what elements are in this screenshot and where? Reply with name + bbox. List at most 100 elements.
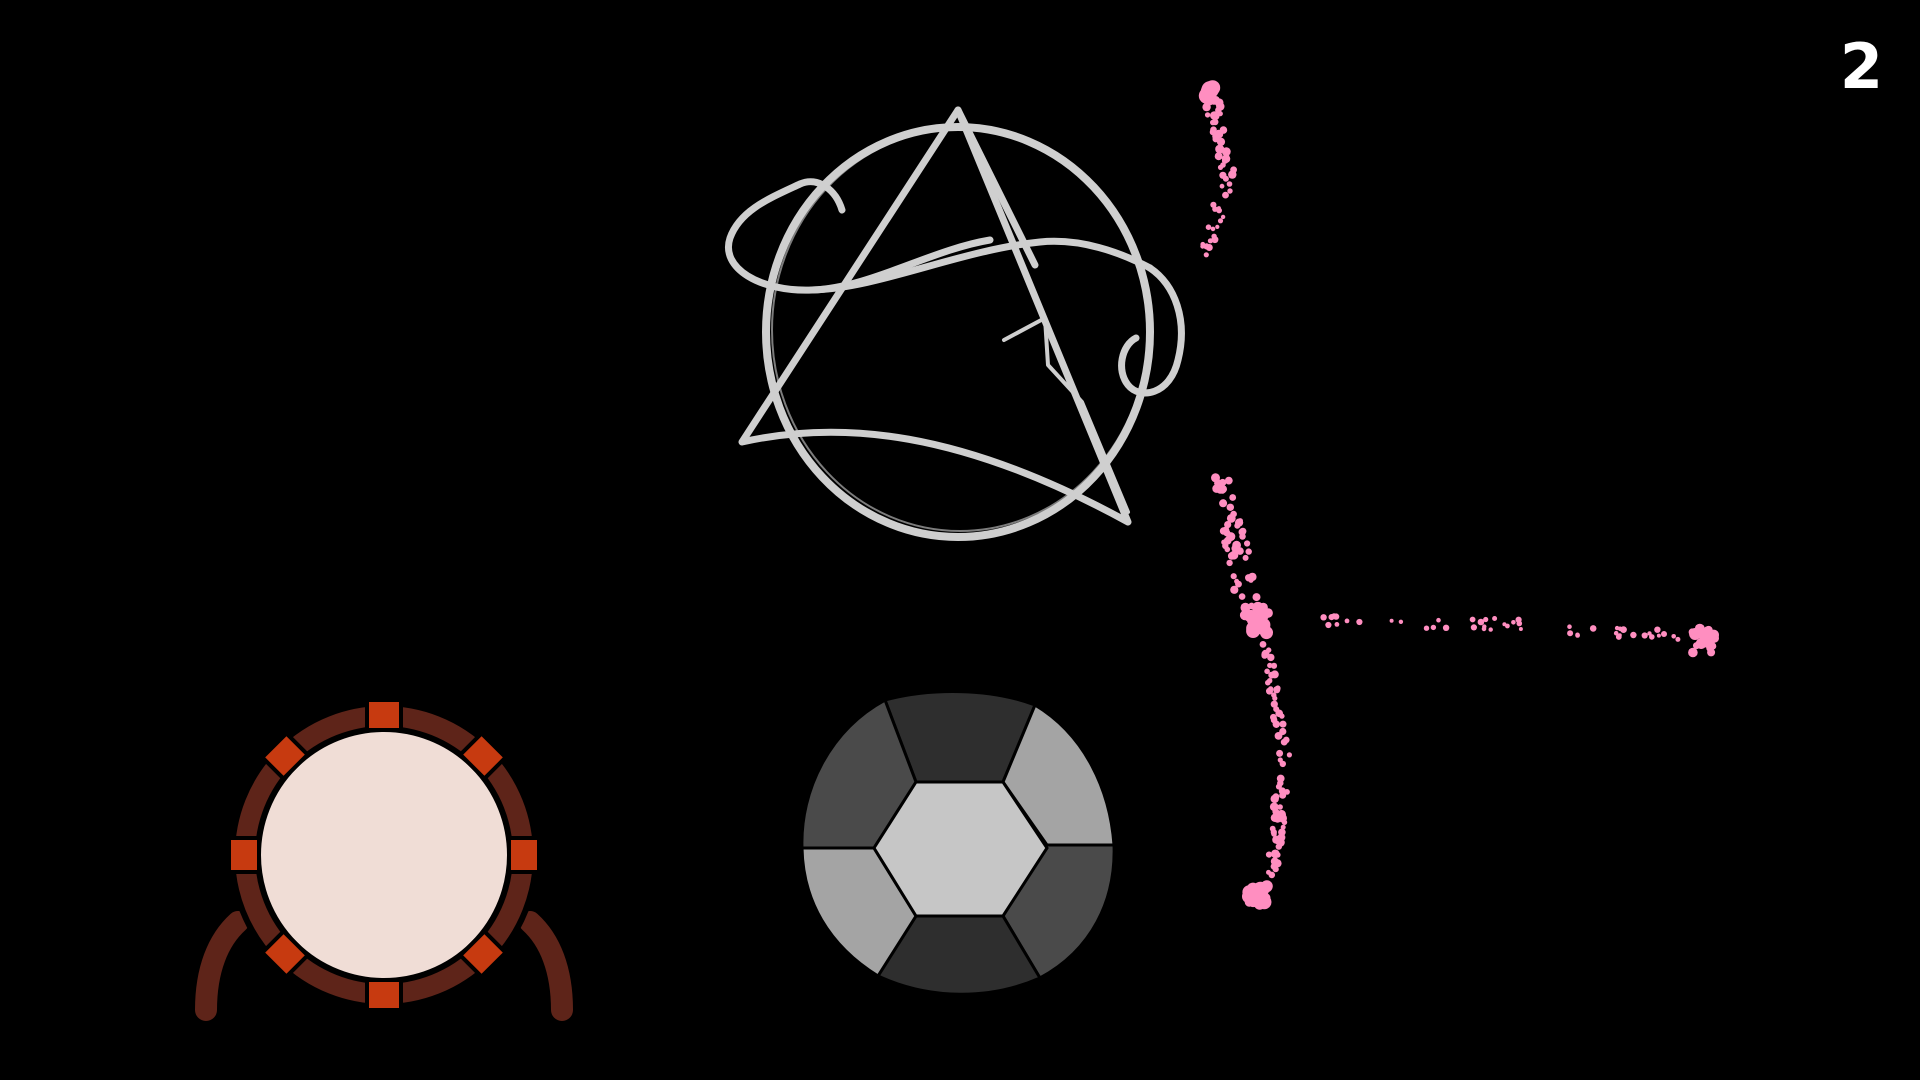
particle-dot [1264, 668, 1270, 675]
drum-block [507, 836, 541, 874]
particle-dot [1211, 233, 1217, 239]
particle-dot [1325, 621, 1332, 629]
sigil-triangle [738, 106, 1132, 526]
particle-dot [1436, 617, 1441, 623]
particle-dot [1423, 625, 1430, 631]
particle-dot [1518, 627, 1523, 631]
particle-dot [1210, 226, 1216, 232]
particle-dot [1240, 602, 1251, 613]
particle-dot [1273, 835, 1283, 845]
particle-dot [1216, 137, 1226, 146]
particle-dot [1228, 170, 1237, 179]
particle-dot [1202, 102, 1211, 112]
sigil-circle-echo [771, 128, 1149, 532]
sigil-right-swirl [1118, 264, 1185, 397]
particle-dot [1238, 593, 1246, 600]
particle-dot [1204, 112, 1211, 118]
particle-dot [1226, 181, 1233, 187]
drum-block [457, 730, 509, 782]
particle-dot [1671, 634, 1676, 639]
particle-dot [1270, 700, 1278, 708]
particle-dot [1277, 804, 1283, 810]
particle-dot [1688, 628, 1696, 636]
circle-triangle-sigil-icon[interactable] [725, 106, 1185, 541]
particle-dot [1279, 713, 1285, 719]
particle-dot [1203, 252, 1209, 258]
particle-dot [1246, 621, 1260, 635]
particle-dot [1214, 152, 1223, 161]
particle-dot [1270, 813, 1280, 822]
particle-dot [1279, 760, 1287, 768]
particle-dot [1226, 532, 1236, 542]
particle-dot [1266, 869, 1271, 875]
drum-block [259, 730, 311, 782]
particle-dot [1210, 119, 1216, 126]
drum-block [259, 928, 311, 980]
red-drum-portal-icon[interactable] [191, 698, 577, 1025]
particle-dot [1488, 627, 1493, 632]
particle-dot [1202, 87, 1215, 100]
particle-dot [1217, 218, 1224, 224]
particle-dot [1210, 111, 1219, 120]
particle-dot [1239, 527, 1247, 535]
particle-dot [1589, 625, 1597, 632]
particle-dot [1286, 752, 1292, 758]
sigil-circle [762, 123, 1154, 541]
particle-dot [1224, 521, 1232, 529]
sigil-wave [808, 237, 1154, 294]
particle-dot [1617, 633, 1622, 638]
particle-dot [1389, 618, 1394, 623]
particle-dot [1235, 518, 1244, 527]
particle-dot [1331, 613, 1337, 620]
particle-dot [1279, 727, 1287, 736]
particle-dot [1276, 749, 1284, 757]
particle-dot [1222, 175, 1229, 182]
particle-dot [1272, 720, 1281, 728]
particle-dot [1502, 622, 1507, 627]
particle-dot [1224, 546, 1231, 553]
particle-dot [1284, 789, 1290, 795]
particle-dot [1270, 662, 1278, 669]
particle-dot [1706, 644, 1714, 652]
particle-dot [1244, 609, 1257, 623]
particle-dot [1220, 486, 1227, 492]
particle-dot [1516, 620, 1523, 627]
particle-dot [1320, 614, 1327, 621]
particle-dot [1275, 843, 1283, 850]
particle-dot [1693, 642, 1700, 650]
sigil-inner-mark [1002, 316, 1130, 514]
particle-dot [1230, 573, 1237, 580]
particle-dot [1279, 720, 1287, 728]
particle-dot [1398, 619, 1404, 624]
hexagonal-gem-icon[interactable] [800, 690, 1116, 996]
particle-dot [1270, 857, 1279, 866]
particle-dot [1661, 631, 1667, 637]
particle-dot [1215, 224, 1220, 229]
particle-dot [1221, 154, 1231, 163]
particle-dot [1697, 629, 1708, 640]
particle-dot [1430, 624, 1437, 631]
particle-dot [1688, 647, 1698, 658]
particle-dot [1272, 808, 1280, 816]
particle-dot [1234, 578, 1240, 584]
particle-dot [1267, 653, 1275, 662]
particle-dot [1270, 713, 1277, 721]
particle-dot [1278, 813, 1287, 823]
particle-dot [1575, 632, 1580, 637]
particle-dot [1567, 624, 1572, 629]
particle-dot [1656, 633, 1661, 638]
particle-dot [1277, 779, 1284, 787]
particle-dot [1207, 238, 1213, 244]
gem-facet-top-left [800, 697, 918, 850]
particle-dot [1220, 214, 1226, 220]
particle-dot [1219, 126, 1228, 134]
particle-dot [1272, 866, 1279, 873]
particle-dot [1216, 206, 1221, 211]
pink-particle-trail-icon [1198, 80, 1719, 910]
particle-dot [1483, 616, 1489, 623]
particle-dot [1283, 736, 1290, 744]
particle-dot [1270, 794, 1279, 804]
particle-dot [1710, 633, 1719, 643]
particle-dot [1271, 849, 1280, 859]
